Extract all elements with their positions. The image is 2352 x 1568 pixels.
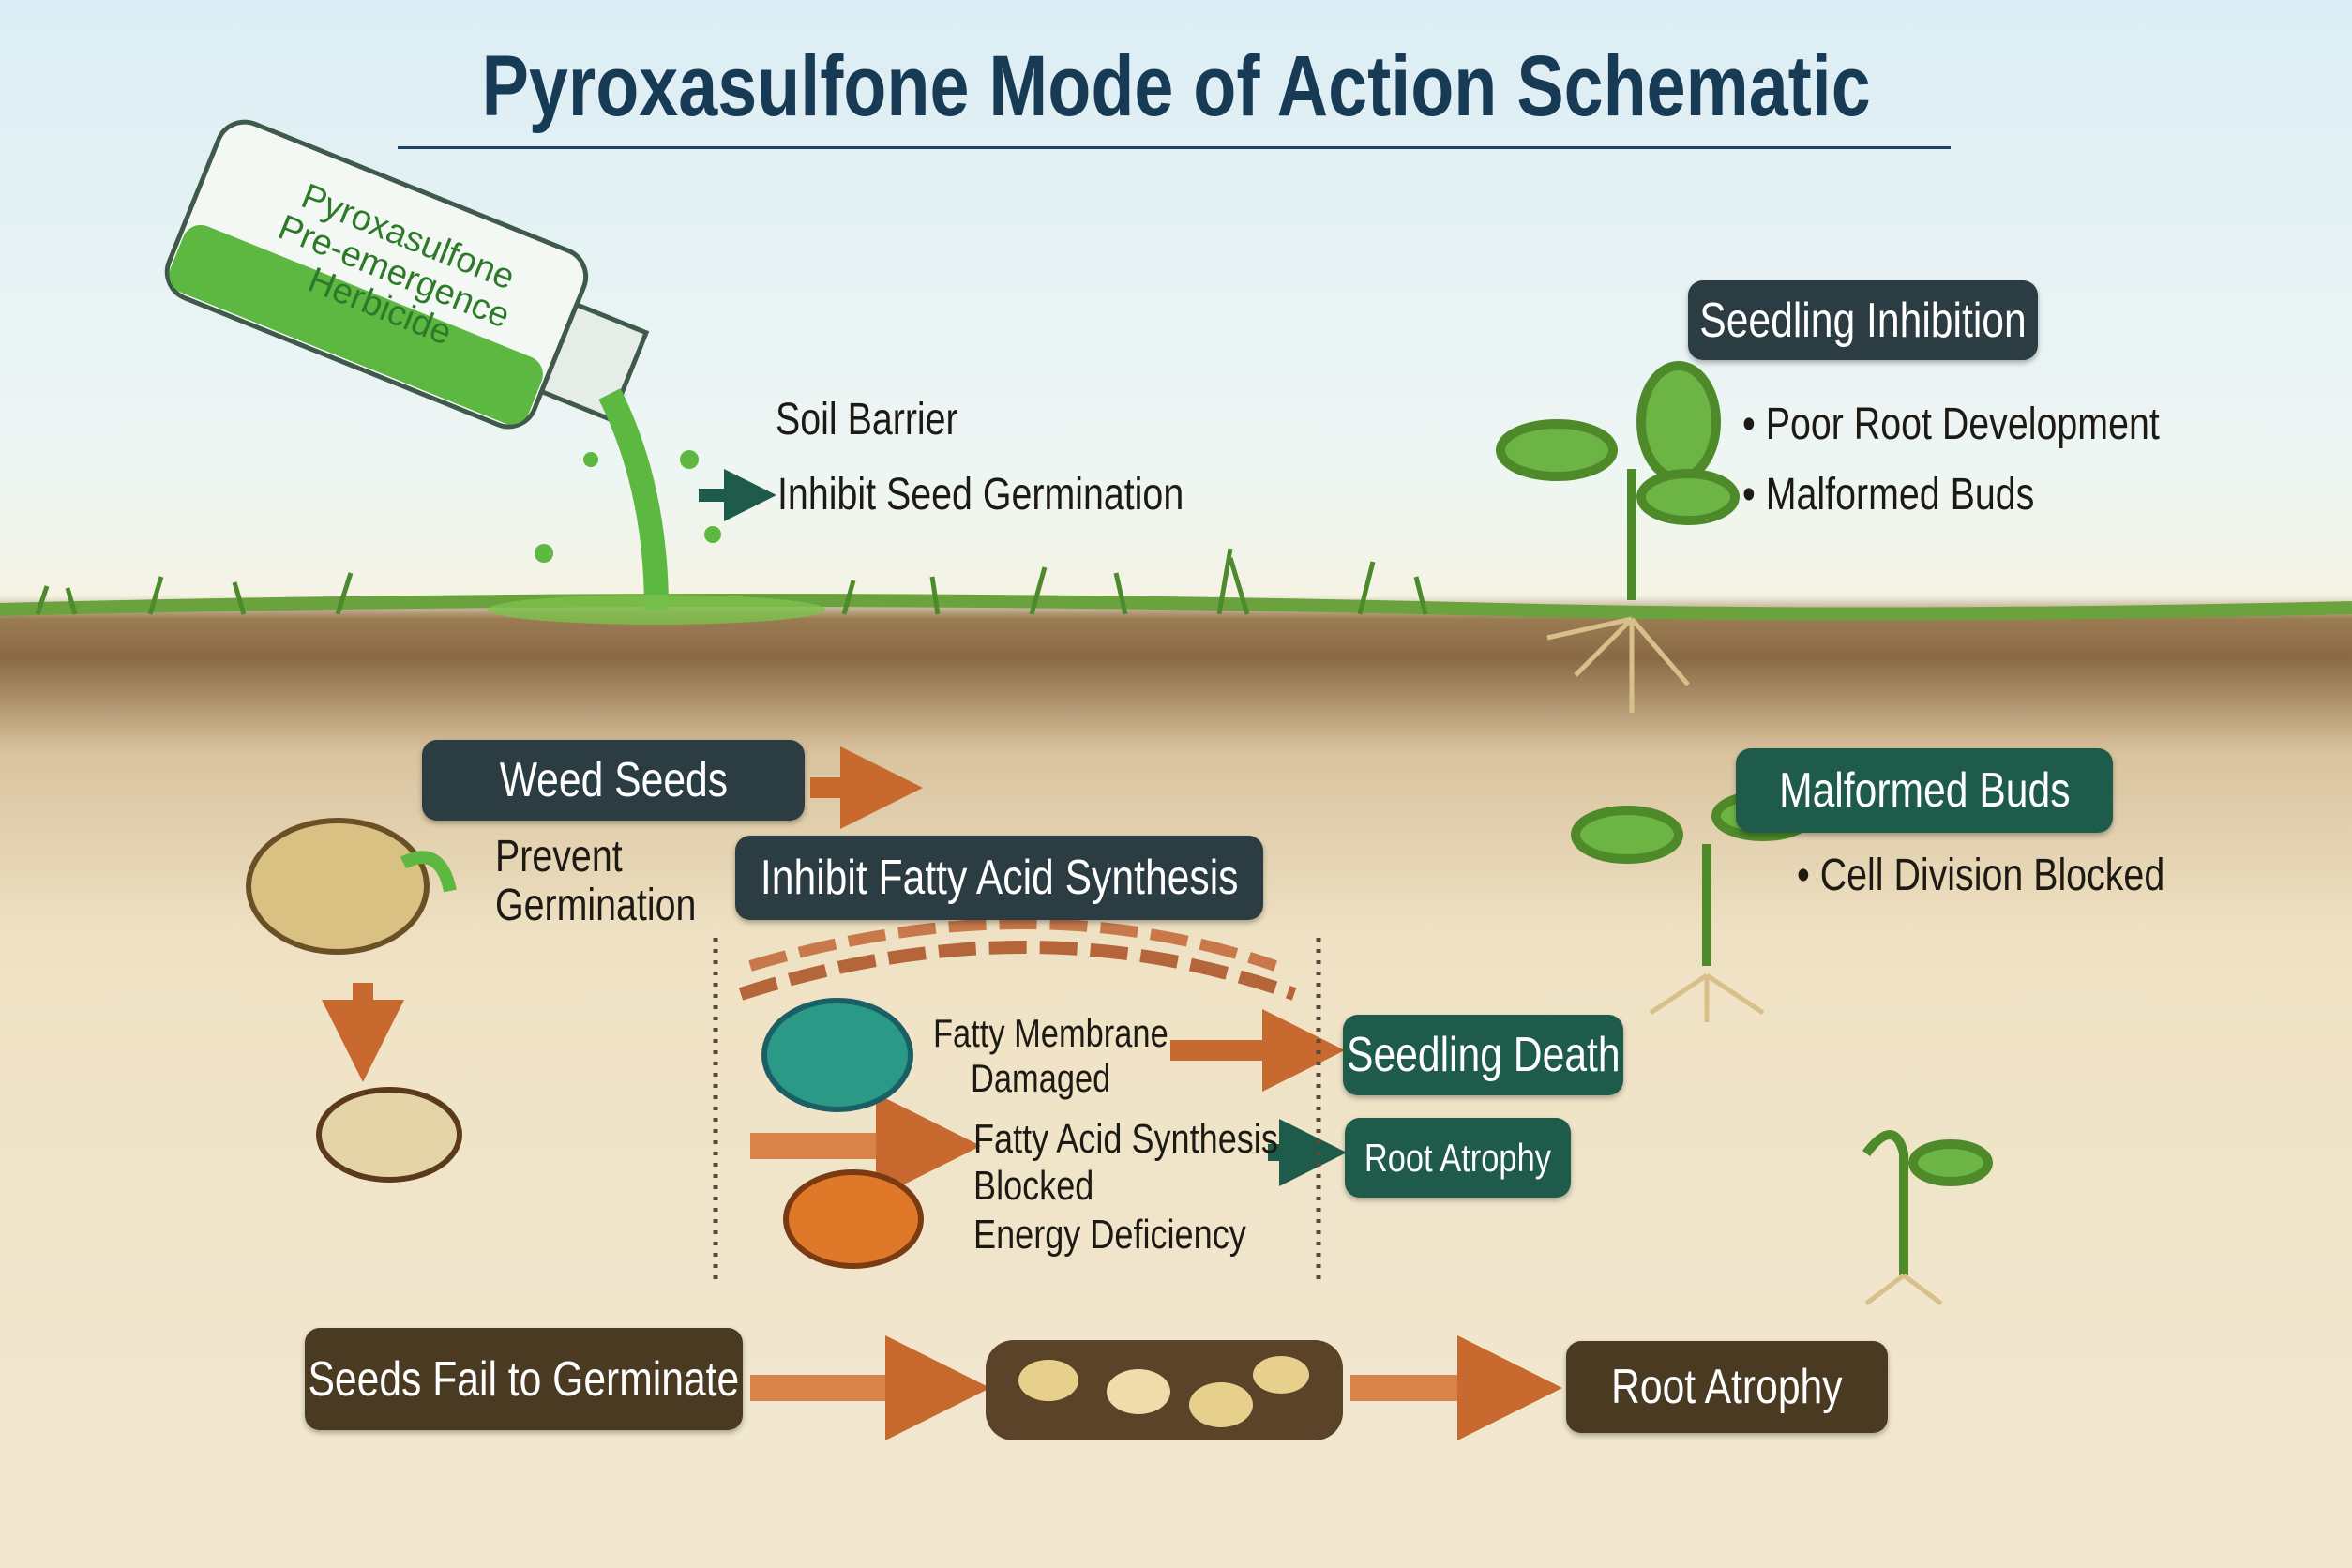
root-atrophy-brown-box: Root Atrophy [1566, 1341, 1888, 1433]
seedling-death-box: Seedling Death [1343, 1015, 1623, 1095]
page-title: Pyroxasulfone Mode of Action Schematic [481, 38, 1871, 134]
herbicide-bottle [164, 119, 650, 430]
seeds-trough [986, 1340, 1343, 1440]
grass [0, 548, 2352, 621]
bullet-malformed-buds: • Malformed Buds [1742, 470, 2035, 520]
prevent-germination-label: Prevent Germination [495, 832, 697, 930]
root-atrophy-green-box: Root Atrophy [1345, 1118, 1571, 1198]
synthesis-blocked-label: Fatty Acid Synthesis Blocked [973, 1116, 1278, 1209]
seeds-fail-box: Seeds Fail to Germinate [305, 1328, 743, 1430]
malformed-buds-box: Malformed Buds [1736, 748, 2113, 833]
weed-seed-icon [246, 818, 430, 955]
cell-division-label: • Cell Division Blocked [1797, 851, 2165, 900]
dotted-frame [713, 938, 1321, 1283]
seedling-plant-icon [1496, 361, 1993, 1275]
title-divider [398, 146, 1951, 149]
membrane-damaged-label: Fatty Membrane Damaged [933, 1011, 1168, 1100]
inhibit-germination-label: Inhibit Seed Germination [777, 470, 1184, 520]
weed-seeds-box: Weed Seeds [422, 740, 805, 821]
seedling-inhibition-box: Seedling Inhibition [1688, 280, 2038, 360]
energy-cell-icon [783, 1169, 924, 1269]
fatty-acid-box: Inhibit Fatty Acid Synthesis [735, 836, 1263, 920]
membrane-cell-icon [761, 998, 913, 1112]
energy-deficiency-label: Energy Deficiency [973, 1212, 1246, 1258]
soil-barrier-label: Soil Barrier [776, 395, 958, 445]
sprouting-seed-icon [316, 1087, 462, 1183]
herbicide-stream [598, 388, 669, 611]
bullet-poor-root: • Poor Root Development [1742, 400, 2160, 449]
